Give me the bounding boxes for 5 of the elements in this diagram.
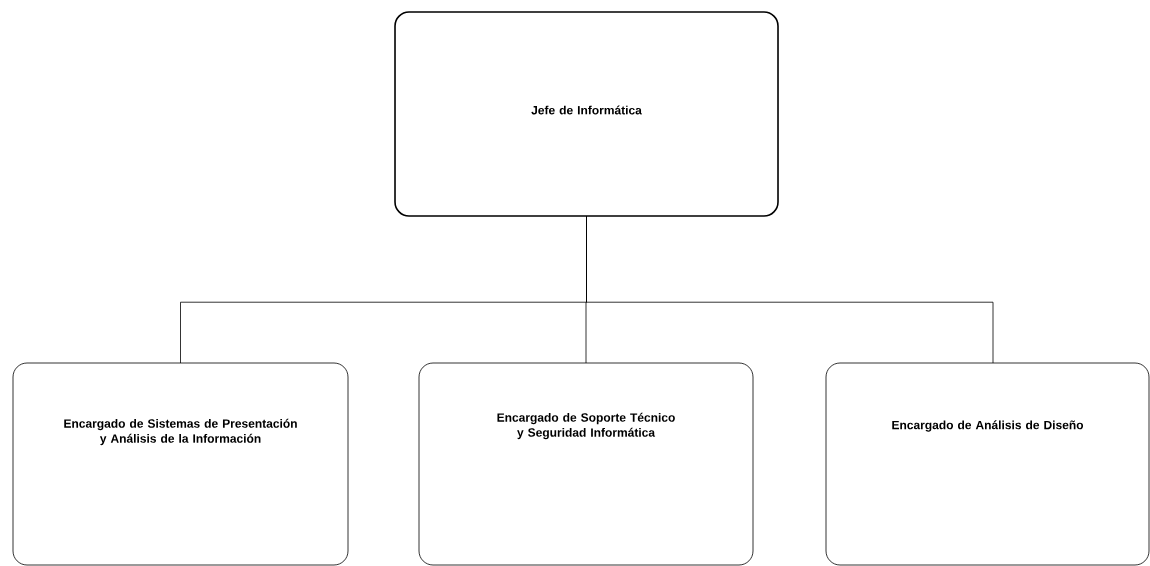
org-box: Encargado de Sistemas de Presentación y Análisis de la Información	[12, 362, 349, 566]
org-box: Encargado de Análisis de Diseño	[825, 362, 1150, 566]
org-box: Encargado de Soporte Técnico y Seguridad Informática	[418, 362, 754, 566]
connector-line	[586, 215, 994, 364]
org-box: Jefe de Informática	[394, 11, 779, 217]
